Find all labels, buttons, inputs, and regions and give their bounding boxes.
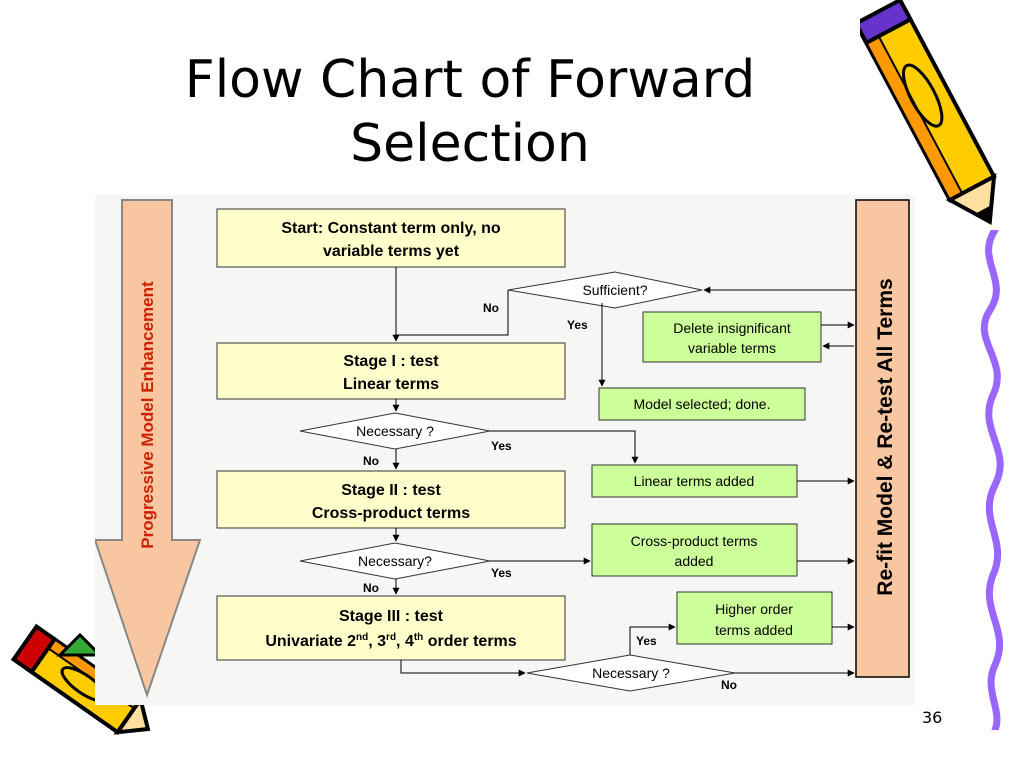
cross-product-added-line-2: added — [675, 553, 714, 569]
delete-insignificant-box — [642, 311, 822, 363]
stage-1-line-2: Linear terms — [343, 376, 439, 393]
stage-2-line-2: Cross-product terms — [312, 505, 470, 522]
delete-box-line-1: Delete insignificant — [673, 320, 791, 336]
sufficient-label: Sufficient? — [582, 282, 647, 298]
refit-band-label: Re-fit Model & Re-test All Terms — [874, 278, 897, 595]
cross-product-added-box — [591, 523, 798, 577]
necessary-3-label: Necessary ? — [592, 665, 670, 681]
flow-chart: Progressive Model Enhancement Re-fit Mod… — [93, 195, 915, 705]
squiggle-line-decoration — [980, 230, 1004, 730]
stage-3-line-2: Univariate 2nd, 3rd, 4th order terms — [265, 632, 516, 650]
necessary-2-no-label: No — [363, 581, 379, 595]
sufficient-yes-label: Yes — [567, 318, 588, 332]
progressive-enhancement-arrow — [93, 199, 202, 699]
necessary-2-label: Necessary? — [358, 553, 432, 569]
necessary-1-no-label: No — [363, 454, 379, 468]
pencil-icon-bottom-left — [10, 623, 151, 735]
delete-box-line-2: variable terms — [688, 340, 776, 356]
stage-3-box — [216, 595, 566, 661]
higher-order-added-line-2: terms added — [715, 622, 793, 638]
sufficient-decision — [507, 271, 703, 309]
linear-terms-added-label: Linear terms added — [634, 473, 755, 489]
start-box — [216, 208, 566, 268]
start-box-line-1: Start: Constant term only, no — [281, 220, 500, 237]
necessary-3-no-label: No — [721, 678, 737, 692]
pencil-icon-top-right — [860, 0, 997, 226]
necessary-2-yes-label: Yes — [491, 566, 512, 580]
necessary-3-yes-label: Yes — [636, 634, 657, 648]
stage-1-line-1: Stage I : test — [343, 353, 439, 370]
refit-band — [855, 199, 910, 678]
cross-product-added-line-1: Cross-product terms — [631, 533, 758, 549]
stage-3-line-1: Stage III : test — [339, 608, 444, 625]
model-selected-box — [598, 387, 806, 421]
progressive-enhancement-label: Progressive Model Enhancement — [138, 281, 157, 549]
start-box-line-2: variable terms yet — [323, 243, 460, 260]
higher-order-added-box — [676, 591, 833, 645]
flow-chart-canvas: Progressive Model Enhancement Re-fit Mod… — [93, 199, 910, 699]
higher-order-added-line-1: Higher order — [715, 601, 793, 617]
title-line-2: Selection — [350, 114, 590, 174]
stage-2-box — [216, 470, 566, 529]
sufficient-no-label: No — [483, 301, 499, 315]
model-selected-label: Model selected; done. — [634, 396, 771, 412]
necessary-1-label: Necessary ? — [356, 423, 434, 439]
page-number: 36 — [922, 708, 943, 727]
stage-1-box — [216, 342, 566, 400]
title-line-1: Flow Chart of Forward — [184, 50, 756, 110]
slide-title: Flow Chart of Forward Selection — [80, 48, 860, 176]
necessary-1-yes-label: Yes — [491, 439, 512, 453]
stage-2-line-1: Stage II : test — [341, 482, 441, 499]
